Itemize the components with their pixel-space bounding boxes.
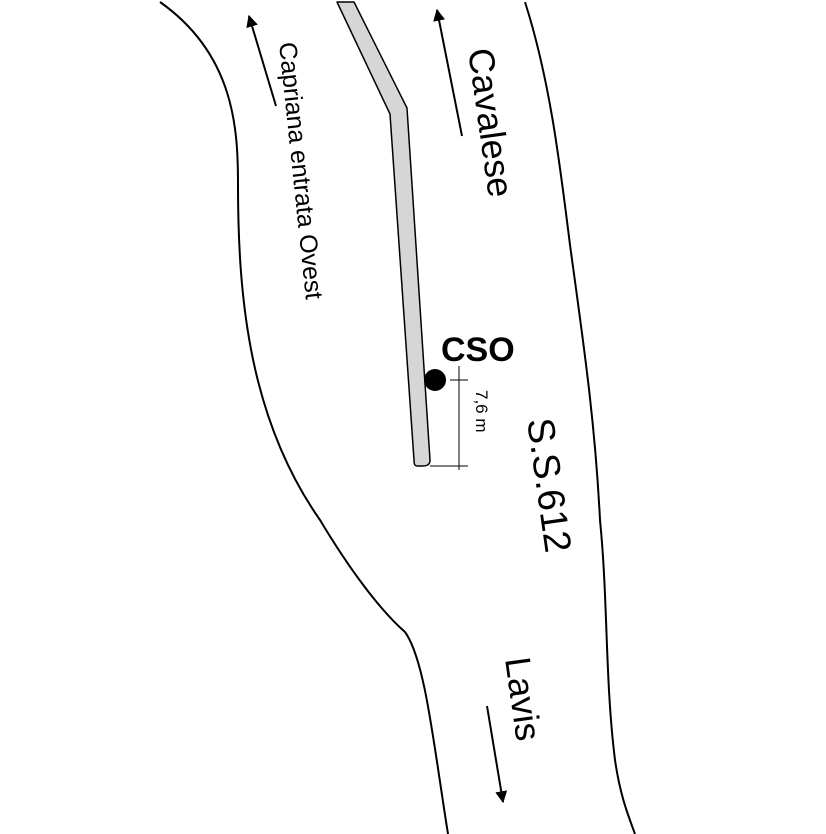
label-cavalese: Cavalese [460, 45, 521, 199]
guardrail-barrier [336, 1, 431, 467]
arrow-left-north-icon [246, 14, 277, 107]
road-right-edge [524, 1, 636, 834]
station-marker-icon [424, 369, 446, 391]
arrow-right-north-icon [433, 8, 463, 137]
label-cso: CSO [441, 331, 515, 369]
label-capriana: Capriana entrata Ovest [273, 41, 328, 301]
label-lavis: Lavis [497, 654, 549, 743]
label-distance: 7,6 m [472, 390, 491, 433]
arrow-south-icon [486, 705, 508, 804]
road-left-edge [159, 1, 449, 834]
label-road-name: S.S.612 [518, 415, 578, 555]
